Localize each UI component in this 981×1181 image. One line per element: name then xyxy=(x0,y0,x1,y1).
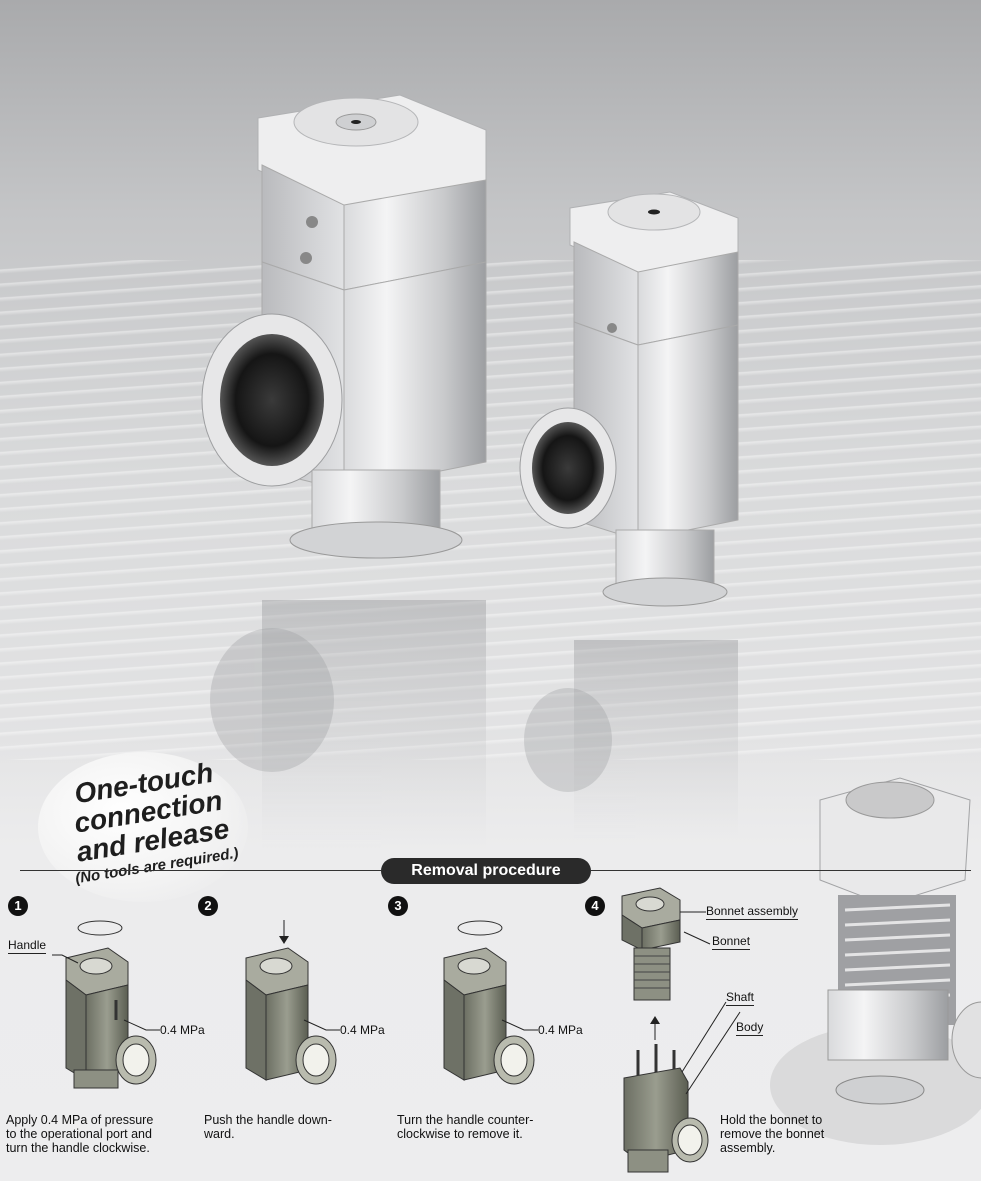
step-2-number: 2 xyxy=(198,896,218,916)
valve-reflections xyxy=(210,600,738,850)
step1-illustration xyxy=(52,920,160,1089)
step-4-caption-line-1: Hold the bonnet to xyxy=(720,1113,823,1127)
step-3-caption-line-1: Turn the handle counter- xyxy=(397,1113,534,1127)
background-stripes xyxy=(0,260,981,760)
step-1-pressure-label: 0.4 MPa xyxy=(160,1023,205,1037)
step-4-number: 4 xyxy=(585,896,605,916)
step3-illustration xyxy=(443,920,538,1085)
one-touch-badge xyxy=(38,752,248,902)
step4-illustration xyxy=(621,887,741,1173)
label-handle: Handle xyxy=(8,938,47,954)
cutaway-valve-image xyxy=(770,777,981,1145)
step-4-caption: Hold the bonnet to remove the bonnet ass… xyxy=(720,1113,880,1155)
step-1-number: 1 xyxy=(8,896,28,916)
step-1-caption: Apply 0.4 MPa of pressure to the operati… xyxy=(6,1113,196,1155)
step-2-pressure-label: 0.4 MPa xyxy=(340,1023,385,1037)
label-bonnet: Bonnet xyxy=(712,934,751,950)
step-4-caption-line-3: assembly. xyxy=(720,1141,776,1155)
step-1-caption-line-3: turn the handle clockwise. xyxy=(6,1141,150,1155)
label-body-visible: Body xyxy=(736,1020,764,1036)
step-2-caption-line-2: ward. xyxy=(204,1127,235,1141)
step-4-caption-line-2: remove the bonnet xyxy=(720,1127,825,1141)
step-3-pressure-label: 0.4 MPa xyxy=(538,1023,583,1037)
step-3-caption: Turn the handle counter- clockwise to re… xyxy=(397,1113,577,1141)
large-valve-image xyxy=(201,94,487,559)
step-2-caption-line-1: Push the handle down- xyxy=(204,1113,332,1127)
step-3-number: 3 xyxy=(388,896,408,916)
section-rule-left xyxy=(20,870,381,871)
section-title: Removal procedure xyxy=(381,858,591,884)
step-1-caption-line-1: Apply 0.4 MPa of pressure xyxy=(6,1113,154,1127)
label-bonnet-assembly: Bonnet assembly xyxy=(706,904,799,920)
step-2-caption: Push the handle down- ward. xyxy=(204,1113,384,1141)
step2-illustration xyxy=(245,920,340,1085)
step-3-caption-line-2: clockwise to remove it. xyxy=(397,1127,523,1141)
section-rule-right xyxy=(591,870,971,871)
step-1-caption-line-2: to the operational port and xyxy=(6,1127,152,1141)
label-shaft: Shaft xyxy=(726,990,755,1006)
small-valve-image xyxy=(519,191,739,607)
